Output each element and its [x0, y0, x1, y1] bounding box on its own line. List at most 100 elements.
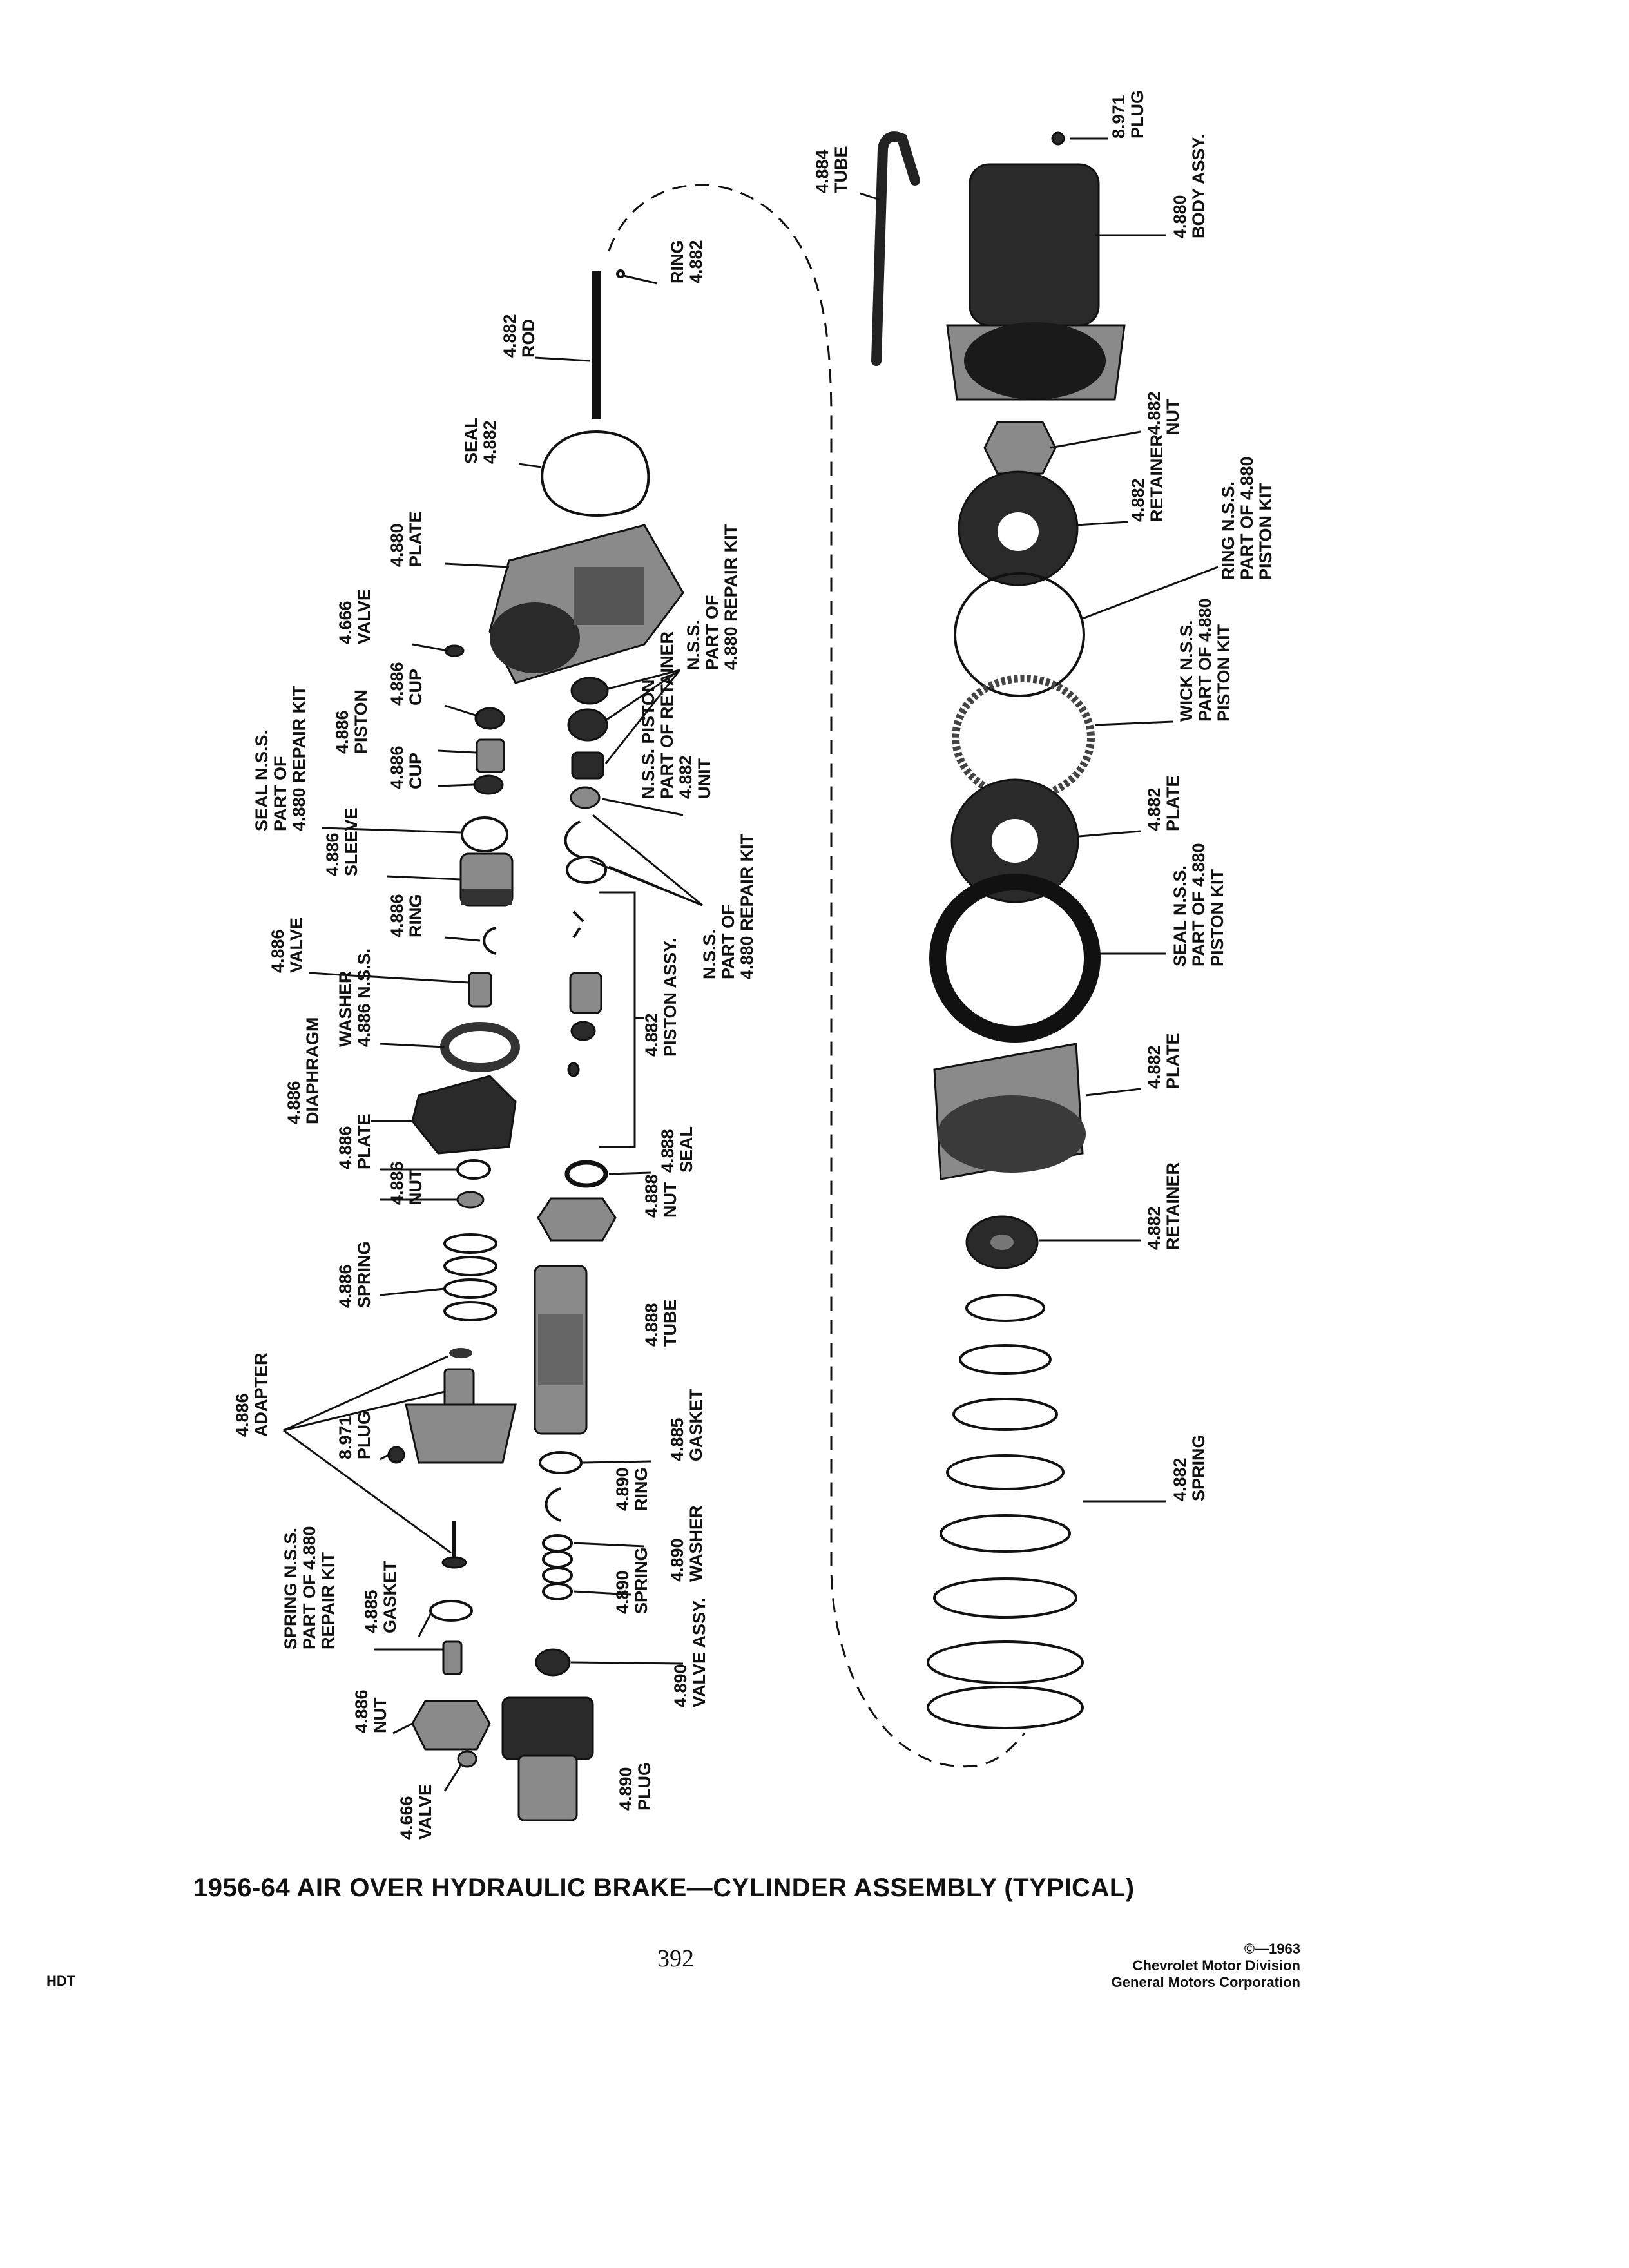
- cup-886-a-line: CUP: [406, 669, 425, 706]
- spring-882-line: SPRING: [1189, 1434, 1208, 1501]
- label-piston-assy: 4.882PISTON ASSY.: [642, 937, 680, 1057]
- seal-nss-piston-line: SEAL N.S.S.: [1170, 865, 1190, 966]
- valve-886-line: VALVE: [287, 918, 306, 973]
- plate-886-line: PLATE: [354, 1114, 374, 1170]
- wick-nss-line: PART OF 4.880: [1195, 598, 1215, 722]
- publisher-line-2: General Motors Corporation: [1111, 1974, 1300, 1990]
- valve-666-b-line: 4.666: [397, 1796, 416, 1840]
- label-rod: 4.882ROD: [500, 314, 538, 358]
- washer-886-line: WASHER: [336, 970, 355, 1047]
- publisher-line-1: Chevrolet Motor Division: [1132, 1957, 1300, 1974]
- label-body-assy: 4.880BODY ASSY.: [1170, 134, 1208, 238]
- valve-assy-890-line: VALVE ASSY.: [689, 1597, 709, 1707]
- nut-888-line: NUT: [660, 1182, 680, 1218]
- copyright-year: ©—1963: [1244, 1941, 1300, 1957]
- nss-oring-part: [566, 856, 607, 884]
- nss-2-part: [567, 708, 608, 742]
- spring-890-line: SPRING: [631, 1547, 651, 1614]
- label-seal-nss-repair: SEAL N.S.S.PART OF4.880 REPAIR KIT: [252, 685, 309, 831]
- plate-882-b-line: 4.882: [1144, 1045, 1164, 1089]
- page-number: 392: [657, 1945, 694, 1972]
- ring-nss-line: RING N.S.S.: [1219, 481, 1238, 580]
- adapter-886-line: ADAPTER: [251, 1352, 271, 1437]
- label-gasket-885-b: 4.885GASKET: [361, 1561, 400, 1633]
- retainer-right-line: 4.882: [1128, 478, 1148, 522]
- cup-886-a-line: 4.886: [387, 662, 407, 706]
- valve-666-line: VALVE: [354, 589, 374, 644]
- plug-top-part: [1051, 131, 1065, 146]
- valve-666-part: [444, 644, 465, 657]
- retainer-882-b-line: 4.882: [1144, 1206, 1164, 1250]
- nss-piston-retainer-line: UNIT: [695, 758, 714, 799]
- seal-top-line: 4.882: [480, 420, 499, 464]
- label-ring-890: 4.890RING: [613, 1467, 651, 1511]
- piston-886-line: 4.886: [333, 710, 352, 754]
- gasket-885-a-line: 4.885: [668, 1418, 687, 1461]
- piston-886-part: [476, 738, 505, 773]
- valve-666-b-part: [457, 1750, 477, 1768]
- label-valve-666-b: 4.666VALVE: [397, 1784, 435, 1840]
- ring-nss-line: PISTON KIT: [1256, 482, 1275, 580]
- sleeve-886-line: 4.886: [323, 832, 342, 876]
- seal-nss-piston-line: PART OF 4.880: [1189, 843, 1208, 966]
- wick-nss-line: WICK N.S.S.: [1177, 620, 1196, 722]
- body-assy-line: 4.880: [1170, 195, 1190, 238]
- label-tube-888: 4.888TUBE: [642, 1300, 680, 1347]
- piston-assy-ring-part: [570, 1021, 596, 1041]
- ring-nss-line: PART OF 4.880: [1237, 456, 1257, 580]
- plug-top-line: 8.971: [1109, 95, 1128, 139]
- leader-lines: [283, 137, 1219, 1792]
- plate-886-line: 4.886: [336, 1126, 355, 1169]
- plate-882-a-line: 4.882: [1144, 787, 1164, 831]
- washer-886-line: 4.886 N.S.S.: [354, 948, 374, 1047]
- tube-top-part: [871, 131, 920, 366]
- retainer-882-b-part: [965, 1215, 1039, 1269]
- small-part-a: [567, 1062, 580, 1077]
- nss-repair-kit-2-line: N.S.S.: [700, 929, 719, 979]
- label-seal-top: SEAL4.882: [461, 418, 499, 464]
- nut-right-line: 4.882: [1144, 391, 1164, 435]
- piston-assy-bracket: [599, 891, 636, 1148]
- plate-880-line: 4.880: [387, 523, 407, 567]
- tube-top-line: TUBE: [831, 146, 851, 194]
- seal-nss-piston-part: [929, 874, 1101, 1043]
- label-nss-repair-kit-2: N.S.S.PART OF4.880 REPAIR KIT: [700, 833, 757, 979]
- seal-888-part: [564, 1160, 608, 1188]
- gasket-885-a-part: [539, 1451, 583, 1474]
- diaphragm-886-line: DIAPHRAGM: [303, 1017, 322, 1125]
- adapter-886-part: [405, 1348, 517, 1464]
- plate-880-line: PLATE: [406, 512, 425, 568]
- label-spring-890: 4.890SPRING: [613, 1547, 651, 1614]
- spring-882-line: 4.882: [1170, 1457, 1190, 1501]
- plug-971-part: [387, 1446, 405, 1464]
- label-valve-886: 4.886VALVE: [268, 918, 306, 973]
- body-assy-part: [946, 163, 1126, 401]
- nss-piston-retainer-line: N.S.S. PISTON: [639, 679, 658, 799]
- ring-890-part: [545, 1487, 561, 1522]
- cup-886-b-line: CUP: [406, 753, 425, 789]
- ring-top-line: 4.882: [686, 240, 706, 284]
- valve-assy-890-part: [535, 1648, 571, 1677]
- nut-right-line: NUT: [1163, 399, 1182, 435]
- valve-886-line: 4.886: [268, 929, 287, 973]
- label-retainer-882-b: 4.882RETAINER: [1144, 1162, 1182, 1250]
- piston-886-line: PISTON: [351, 689, 371, 754]
- nss-repair-kit-2-line: PART OF: [718, 905, 738, 980]
- small-clip-part: [572, 910, 584, 939]
- seal-top-line: SEAL: [461, 418, 481, 464]
- spring-886-part: [443, 1233, 497, 1321]
- washer-886-part: [440, 1022, 520, 1072]
- spring-nss-part: [442, 1640, 463, 1675]
- spring-886-line: 4.886: [336, 1264, 355, 1308]
- label-sleeve-886: 4.886SLEEVE: [323, 807, 361, 876]
- label-nss-piston-retainer: N.S.S. PISTONPART OF RETAINER4.882UNIT: [639, 631, 714, 799]
- spring-nss-line: REPAIR KIT: [318, 1552, 338, 1649]
- dashed-assembly-path: [608, 184, 1026, 1768]
- plate-882-a-line: PLATE: [1163, 776, 1182, 832]
- nut-886-b-part: [411, 1700, 491, 1751]
- plug-890-part: [501, 1696, 594, 1821]
- washer-890-line: 4.890: [668, 1538, 687, 1582]
- label-plate-882-a: 4.882PLATE: [1144, 776, 1182, 832]
- label-retainer-right: 4.882RETAINER: [1128, 434, 1166, 522]
